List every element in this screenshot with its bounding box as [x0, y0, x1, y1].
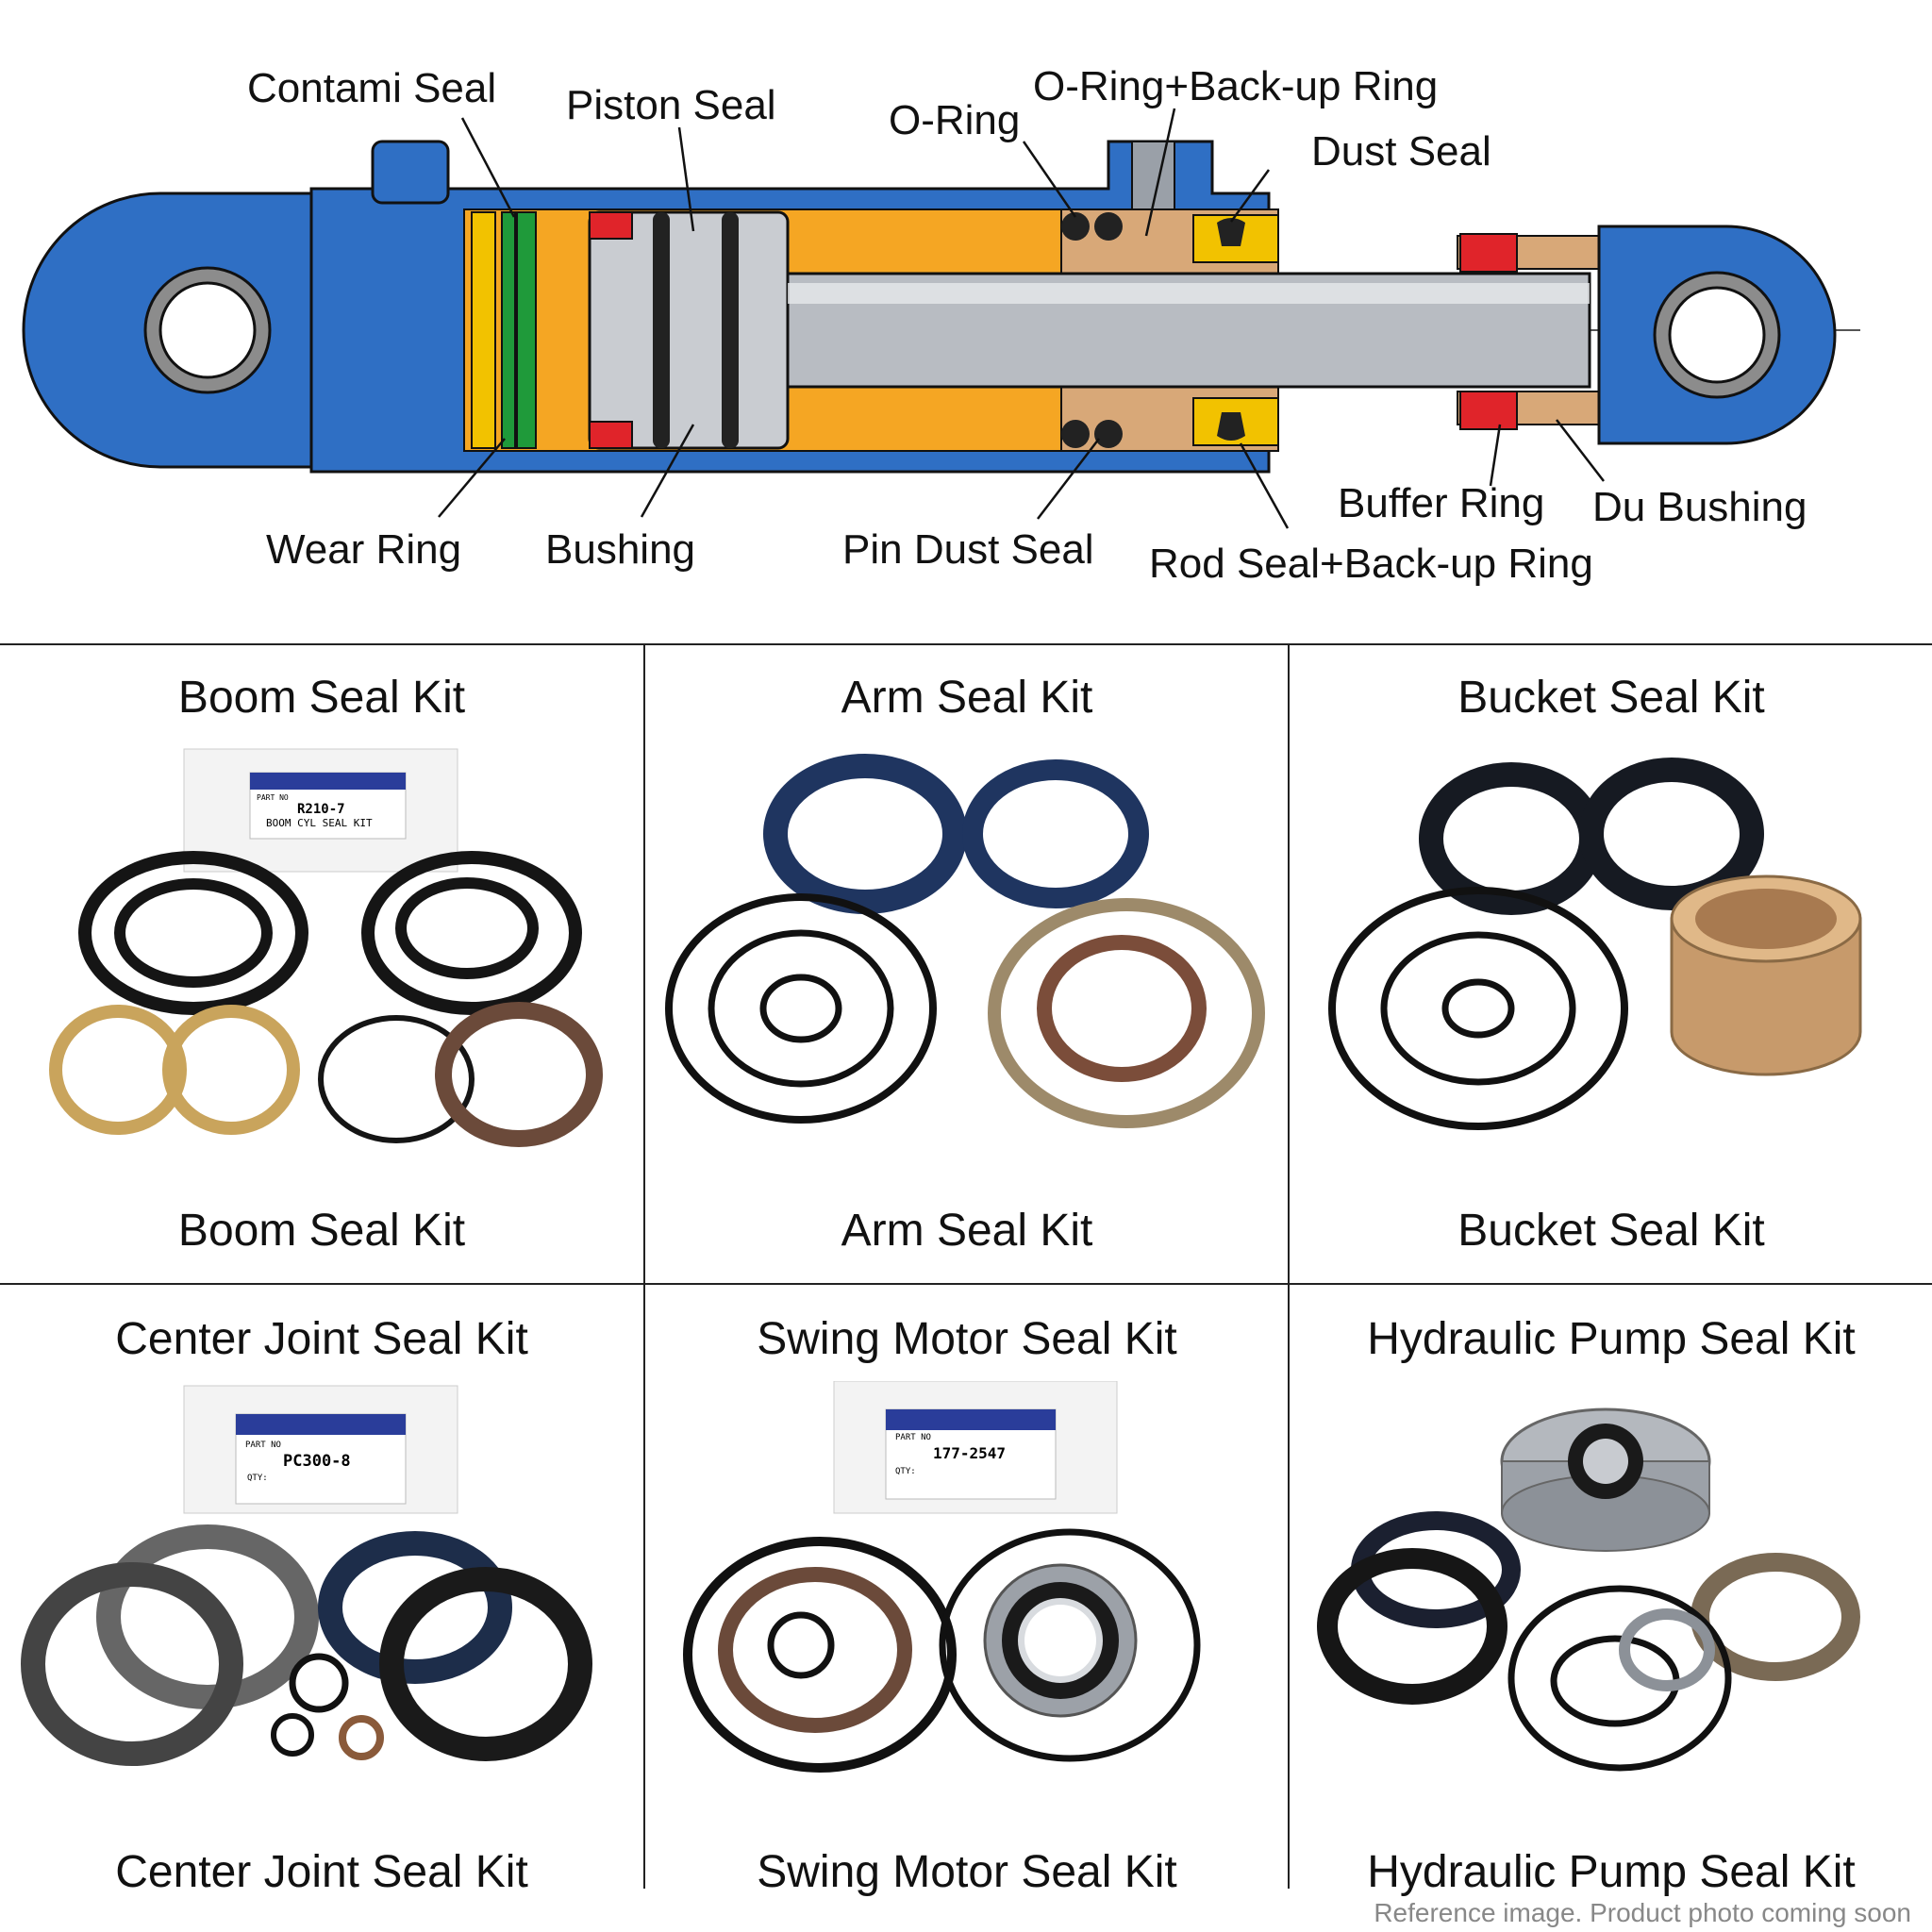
bucket-kit-photo: [1328, 758, 1862, 1130]
kit-caption: Bucket Seal Kit: [1457, 1206, 1765, 1256]
label-buffer-ring: Buffer Ring: [1338, 480, 1544, 526]
contami-seal: [471, 211, 537, 449]
grid-line-v2: [1288, 643, 1290, 1889]
swing-motor-kit-photo: PART NO 177-2547 QTY:: [683, 1381, 1201, 1773]
part-label-header: PART NO: [895, 1433, 931, 1442]
kit-card-boom[interactable]: Boom Seal Kit PART NO R210-7 BOOM CYL SE…: [0, 645, 643, 1283]
port-boss: [371, 140, 450, 205]
o-rings: [1061, 212, 1123, 448]
rod-seal: [1192, 214, 1279, 446]
buffer-ring-top: [1459, 233, 1518, 273]
kit-card-arm[interactable]: Arm Seal Kit Arm Seal Kit: [645, 645, 1289, 1283]
part-label-header: PART NO: [257, 793, 289, 802]
piston: [588, 210, 790, 450]
kit-caption: Swing Motor Seal Kit: [757, 1847, 1177, 1897]
buffer-ring-bottom: [1459, 391, 1518, 430]
bushing-bottom: [589, 421, 633, 449]
part-label-header: PART NO: [245, 1441, 281, 1450]
kit-caption: Boom Seal Kit: [177, 1206, 466, 1256]
rod-end: [1457, 233, 1600, 430]
leader-lines: [438, 108, 1605, 529]
center-joint-kit-photo: PART NO PC300-8 QTY:: [21, 1385, 592, 1766]
part-number: PC300-8: [283, 1452, 351, 1471]
hydraulic-cylinder-cutaway: Contami Seal Piston Seal O-Ring O-Ring+B…: [22, 63, 1868, 587]
label-rod-seal-backup: Rod Seal+Back-up Ring: [1149, 541, 1593, 587]
part-number: R210-7: [297, 802, 345, 817]
kit-caption: Hydraulic Pump Seal Kit: [1367, 1847, 1856, 1897]
footnote: Reference image. Product photo coming so…: [1374, 1898, 1911, 1927]
right-clevis: [1597, 225, 1837, 445]
part-qty: QTY:: [895, 1467, 916, 1476]
kit-title: Swing Motor Seal Kit: [757, 1314, 1177, 1364]
bushing-top: [589, 211, 633, 240]
kit-title: Center Joint Seal Kit: [115, 1314, 528, 1364]
grid-line-v1: [643, 643, 645, 1889]
kit-card-bucket[interactable]: Bucket Seal Kit Bucket Seal Kit: [1290, 645, 1932, 1283]
kit-caption: Center Joint Seal Kit: [115, 1847, 528, 1897]
grid-line-top: [0, 643, 1932, 645]
kit-title: Bucket Seal Kit: [1457, 673, 1765, 723]
label-dust-seal: Dust Seal: [1311, 128, 1491, 175]
label-bushing: Bushing: [545, 526, 695, 573]
kit-card-hydraulic-pump[interactable]: Hydraulic Pump Seal Kit Hydraulic Pump S…: [1290, 1287, 1932, 1924]
label-du-bushing: Du Bushing: [1592, 484, 1807, 530]
left-clevis: [22, 192, 323, 469]
part-description: BOOM CYL SEAL KIT: [266, 817, 373, 829]
kit-title: Boom Seal Kit: [177, 673, 466, 723]
kit-title: Hydraulic Pump Seal Kit: [1367, 1314, 1856, 1364]
kit-caption: Arm Seal Kit: [841, 1206, 1093, 1256]
piston-seal-ring: [653, 212, 670, 448]
label-pin-dust-seal: Pin Dust Seal: [842, 526, 1094, 573]
hydraulic-pump-kit-photo: [1317, 1407, 1860, 1772]
kit-card-swing-motor[interactable]: Swing Motor Seal Kit PART NO 177-2547 QT…: [645, 1287, 1289, 1924]
seal-kit-grid: Boom Seal Kit PART NO R210-7 BOOM CYL SE…: [0, 643, 1932, 1897]
grid-line-middle: [0, 1283, 1932, 1285]
part-number: 177-2547: [933, 1444, 1006, 1462]
label-contami-seal: Contami Seal: [247, 65, 496, 111]
arm-kit-photo: [665, 754, 1265, 1128]
label-wear-ring: Wear Ring: [266, 526, 461, 573]
label-o-ring: O-Ring: [889, 97, 1020, 143]
part-qty: QTY:: [247, 1474, 268, 1483]
label-o-ring-backup: O-Ring+Back-up Ring: [1033, 63, 1438, 109]
kit-title: Arm Seal Kit: [841, 673, 1093, 723]
boom-kit-photo: PART NO R210-7 BOOM CYL SEAL KIT: [49, 748, 603, 1147]
kit-card-center-joint[interactable]: Center Joint Seal Kit PART NO PC300-8 QT…: [0, 1287, 643, 1924]
label-piston-seal: Piston Seal: [566, 82, 776, 128]
